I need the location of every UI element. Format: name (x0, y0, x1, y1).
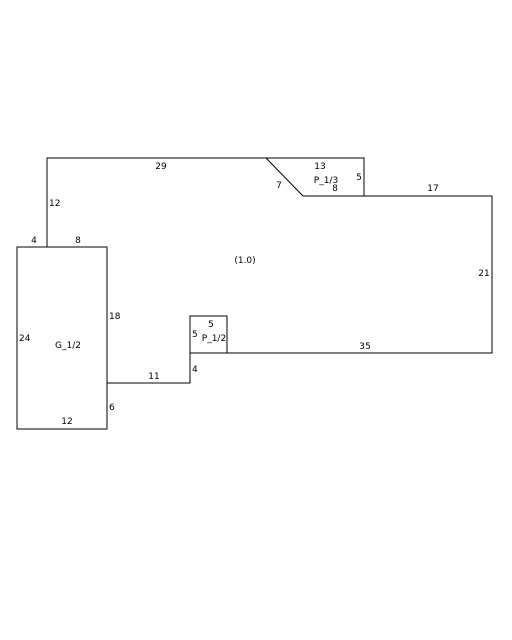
dim-garage-step-right: 6 (109, 403, 115, 413)
dim-connector-step: 4 (192, 365, 198, 375)
region-label-garage: G_1/2 (55, 341, 81, 351)
porch-small-outline (189, 315, 228, 354)
region-label-porch-small: P_1/2 (202, 334, 226, 344)
dim-main-left-upper: 12 (49, 199, 60, 209)
dim-porch-small-left: 5 (192, 330, 198, 340)
dim-main-top: 29 (155, 162, 167, 172)
main-area-outline (46, 157, 493, 354)
region-label-main: (1.0) (234, 256, 255, 266)
dim-top-diagonal: 7 (276, 181, 282, 191)
porch-top-outline (265, 157, 364, 197)
dim-porch-top-width: 13 (314, 162, 325, 172)
dim-right-upper: 17 (427, 184, 438, 194)
dim-garage-left: 24 (19, 334, 31, 344)
connector-outline (107, 353, 191, 384)
dim-main-left-step: 4 (31, 236, 37, 246)
dim-porch-top-bottom: 8 (332, 184, 338, 194)
region-label-porch-top: P_1/3 (314, 176, 338, 186)
dim-porch-small-top: 5 (208, 320, 214, 330)
dim-connector-bottom: 11 (148, 372, 159, 382)
dim-garage-bottom: 12 (61, 417, 72, 427)
dim-garage-right: 18 (109, 312, 121, 322)
dim-porch-top-height: 5 (356, 173, 362, 183)
dim-bottom-main: 35 (359, 342, 370, 352)
garage-outline (16, 246, 108, 430)
dim-main-top-inner: 8 (75, 236, 81, 246)
dim-right-side: 21 (478, 269, 489, 279)
